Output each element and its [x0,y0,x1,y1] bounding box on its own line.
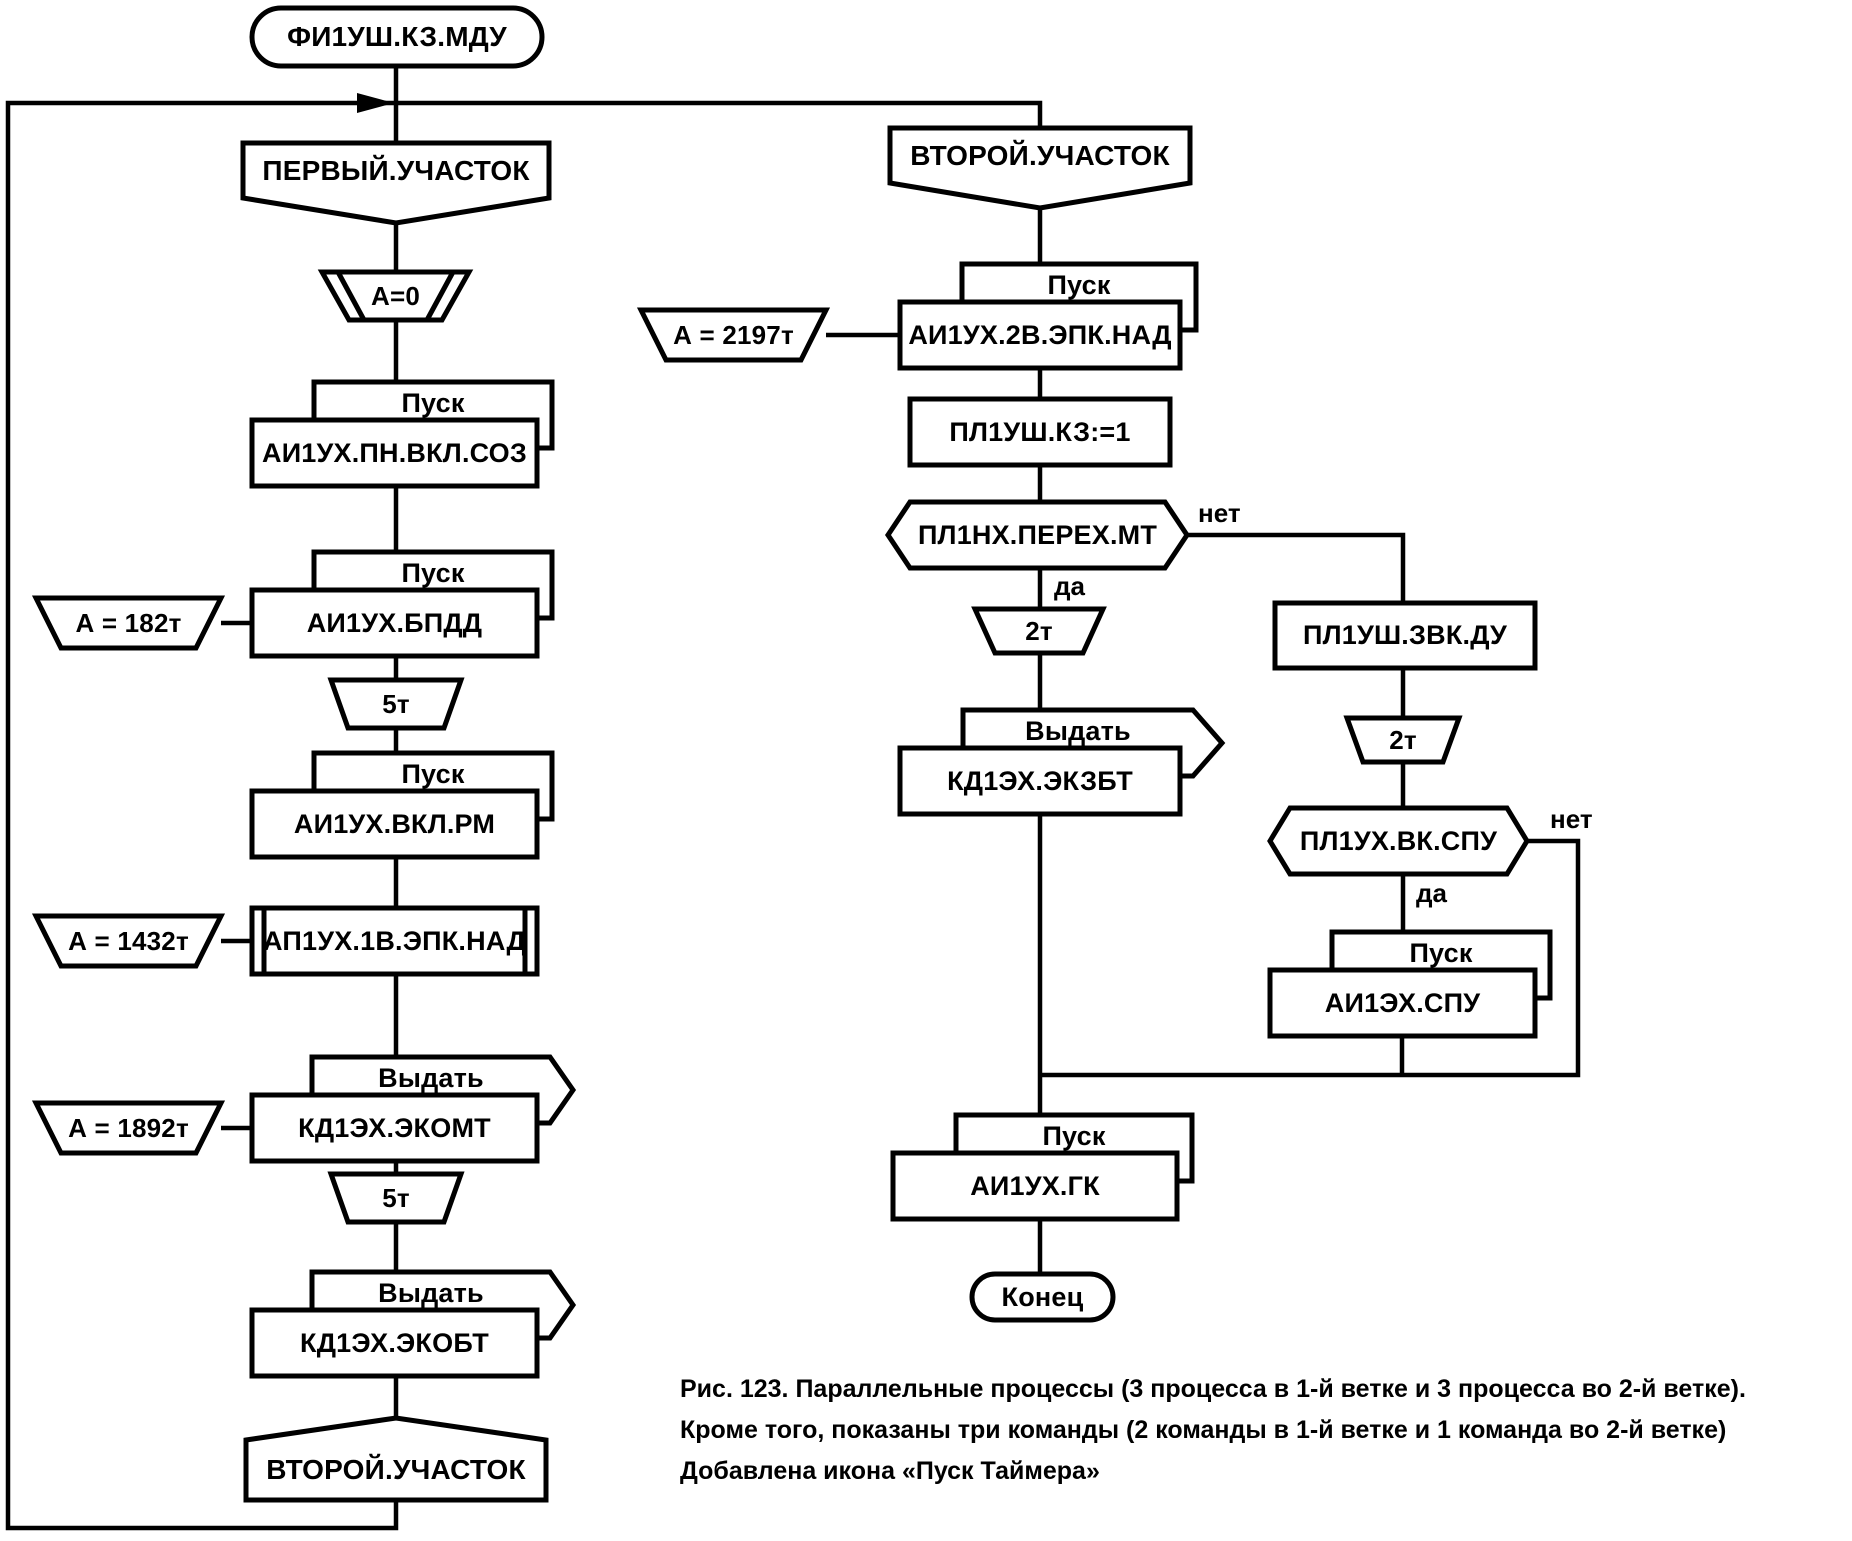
timer-label: А = 1432т [68,925,189,956]
address-label: ВТОРОЙ.УЧАСТОК [266,1454,526,1485]
output-action-label: Выдать [378,1277,484,1308]
figure-caption: Рис. 123. Параллельные процессы (3 проце… [680,1369,1852,1492]
process-name-label: АИ1УХ.БПДД [306,607,483,638]
process-name-label: АИ1УХ.ПН.ВКЛ.СОЗ [262,437,527,468]
process-action-label: Пуск [401,758,465,789]
timer-label: А = 1892т [68,1112,189,1143]
process-start-icon-epk-nad2: Пуск АИ1УХ.2В.ЭПК.НАД [897,261,1199,371]
output-action-label: Выдать [378,1062,484,1093]
insertion-icon-epk-nad: АП1УХ.1В.ЭПК.НАД [249,905,540,977]
timer-set-icon: А=0 [317,269,474,323]
branch-icon-first: ПЕРВЫЙ.УЧАСТОК [240,140,552,226]
question-label: ПЛ1НХ.ПЕРЕХ.МТ [917,519,1158,550]
timer-label: А = 2197т [673,319,794,350]
process-name-label: АИ1УХ.ГК [970,1170,1100,1201]
process-start-icon-vkl-rm: Пуск АИ1УХ.ВКЛ.РМ [249,750,555,860]
pause-label: 5т [382,1182,410,1213]
timer-start-icon-2197: А = 2197т [636,307,831,363]
caption-line-1: Рис. 123. Параллельные процессы (3 проце… [680,1375,1746,1403]
process-name-label: АИ1УХ.ВКЛ.РМ [293,808,496,839]
question-icon-perekh-mt: ПЛ1НХ.ПЕРЕХ.МТ [884,499,1191,571]
process-start-icon-spu: Пуск АИ1ЭХ.СПУ [1267,929,1553,1039]
output-action-label: Выдать [1025,715,1131,746]
branch-second-label: ВТОРОЙ.УЧАСТОК [910,139,1170,171]
no-label-2: нет [1550,804,1593,834]
pause-icon-5t-2: 5т [327,1171,465,1225]
flow-arrow-icon [357,93,394,113]
no-label-1: нет [1198,498,1241,528]
timer-set-label: А=0 [370,280,421,311]
process-start-icon-bpdd: Пуск АИ1УХ.БПДД [249,549,555,659]
pause-icon-5t-1: 5т [327,677,465,731]
pause-label: 5т [382,688,410,719]
question-label: ПЛ1УХ.ВК.СПУ [1299,825,1498,856]
pause-label: 2т [1389,724,1417,755]
process-action-label: Пуск [401,557,465,588]
timer-start-icon-1892: А = 1892т [31,1100,226,1156]
process-name-label: АИ1УХ.2В.ЭПК.НАД [908,319,1172,350]
caption-line-2: Кроме того, показаны три команды (2 кома… [680,1416,1727,1444]
output-name-label: КД1ЭХ.ЭКОМТ [298,1112,491,1143]
end-terminator: Конец [969,1271,1116,1323]
action-label: ПЛ1УШ.ЗВК.ДУ [1303,620,1507,650]
branch-first-label: ПЕРВЫЙ.УЧАСТОК [262,154,530,186]
pause-icon-2t-2: 2т [1343,715,1463,765]
process-start-icon-gk: Пуск АИ1УХ.ГК [890,1112,1195,1222]
caption-line-3: Добавлена икона «Пуск Таймера» [680,1457,1100,1485]
yes-label-2: да [1416,878,1447,908]
insertion-label: АП1УХ.1В.ЭПК.НАД [263,925,526,956]
output-name-label: КД1ЭХ.ЭКЗБТ [947,765,1133,796]
address-icon-second: ВТОРОЙ.УЧАСТОК [243,1415,549,1503]
timer-label: А = 182т [75,607,182,638]
start-label: ФИ1УШ.КЗ.МДУ [287,21,507,52]
output-icon-ekomt: Выдать КД1ЭХ.ЭКОМТ [249,1054,577,1164]
timer-start-icon-182: А = 182т [31,595,226,651]
yes-label-1: да [1054,571,1085,601]
process-action-label: Пуск [1042,1120,1106,1151]
end-label: Конец [1001,1281,1084,1312]
question-icon-vk-spu: ПЛ1УХ.ВК.СПУ [1267,805,1530,877]
process-action-label: Пуск [1047,269,1111,300]
process-name-label: АИ1ЭХ.СПУ [1324,987,1481,1018]
output-name-label: КД1ЭХ.ЭКОБТ [300,1327,489,1358]
start-terminator: ФИ1УШ.КЗ.МДУ [249,5,545,69]
action-icon-kz-assign: ПЛ1УШ.КЗ:=1 [907,396,1173,468]
process-action-label: Пуск [401,387,465,418]
timer-start-icon-1432: А = 1432т [31,913,226,969]
process-start-icon-soz: Пуск АИ1УХ.ПН.ВКЛ.СОЗ [249,379,555,489]
action-icon-zvk-du: ПЛ1УШ.ЗВК.ДУ [1272,600,1538,671]
process-action-label: Пуск [1409,937,1473,968]
action-label: ПЛ1УШ.КЗ:=1 [949,416,1131,447]
pause-icon-2t-1: 2т [971,606,1107,656]
output-icon-ekobt: Выдать КД1ЭХ.ЭКОБТ [249,1269,577,1379]
pause-label: 2т [1025,615,1053,646]
branch-icon-second: ВТОРОЙ.УЧАСТОК [887,125,1193,211]
output-icon-ekzbt: Выдать КД1ЭХ.ЭКЗБТ [897,707,1226,817]
